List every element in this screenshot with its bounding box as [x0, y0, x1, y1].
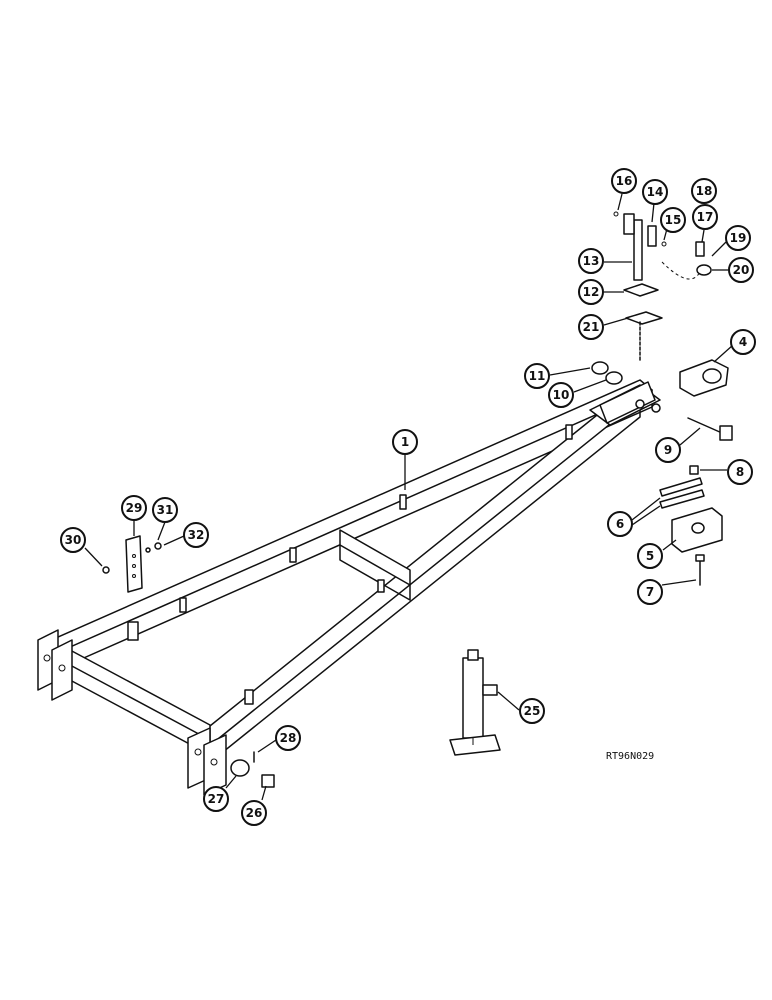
svg-text:28: 28	[280, 731, 297, 745]
callout-16: 16	[611, 168, 637, 194]
hitch-clevis	[679, 359, 729, 397]
callout-18: 18	[691, 178, 717, 204]
washer-27	[230, 759, 250, 777]
svg-text:7: 7	[646, 585, 654, 599]
callout-31: 31	[152, 497, 178, 523]
svg-text:29: 29	[126, 501, 143, 515]
clamp-plate-assembly	[102, 535, 162, 593]
svg-text:30: 30	[65, 533, 82, 547]
svg-text:19: 19	[730, 231, 747, 245]
svg-text:1: 1	[401, 435, 409, 449]
nut-26	[261, 774, 275, 788]
callout-26: 26	[241, 800, 267, 826]
figure-code: RT96N029	[606, 751, 654, 762]
svg-text:18: 18	[696, 184, 713, 198]
svg-text:6: 6	[616, 517, 624, 531]
bolt-7	[695, 554, 705, 586]
svg-text:12: 12	[583, 285, 600, 299]
parking-jack	[449, 649, 501, 756]
svg-text:4: 4	[739, 335, 747, 349]
callout-14: 14	[642, 179, 668, 205]
callout-11: 11	[524, 363, 550, 389]
callout-25: 25	[519, 698, 545, 724]
callout-8: 8	[727, 459, 753, 485]
callout-7: 7	[637, 579, 663, 605]
callout-1: 1	[392, 429, 418, 455]
callout-17: 17	[692, 204, 718, 230]
callout-27: 27	[203, 786, 229, 812]
callout-28: 28	[275, 725, 301, 751]
shim-upper	[659, 477, 703, 497]
svg-text:10: 10	[553, 388, 570, 402]
svg-text:21: 21	[583, 320, 600, 334]
callout-10: 10	[548, 382, 574, 408]
svg-text:31: 31	[157, 503, 174, 517]
svg-text:8: 8	[736, 465, 744, 479]
washer-11	[591, 361, 609, 375]
drawbar-clevis	[671, 507, 723, 553]
callout-15: 15	[660, 207, 686, 233]
svg-text:9: 9	[664, 443, 672, 457]
svg-text:26: 26	[246, 806, 263, 820]
svg-text:13: 13	[583, 254, 600, 268]
callout-12: 12	[578, 279, 604, 305]
callout-6: 6	[607, 511, 633, 537]
callout-20: 20	[728, 257, 754, 283]
safety-chain-assembly	[613, 211, 712, 363]
svg-text:15: 15	[665, 213, 682, 227]
callout-5: 5	[637, 543, 663, 569]
callout-21: 21	[578, 314, 604, 340]
hitch-pin	[687, 417, 733, 441]
callout-30: 30	[60, 527, 86, 553]
svg-text:14: 14	[647, 185, 664, 199]
svg-text:20: 20	[733, 263, 750, 277]
a-frame-drawbar	[37, 379, 661, 796]
washer-10	[605, 371, 623, 385]
callout-29: 29	[121, 495, 147, 521]
svg-text:11: 11	[529, 369, 546, 383]
svg-text:16: 16	[616, 174, 633, 188]
svg-text:25: 25	[524, 704, 541, 718]
callout-9: 9	[655, 437, 681, 463]
callout-32: 32	[183, 522, 209, 548]
callout-4: 4	[730, 329, 756, 355]
callout-19: 19	[725, 225, 751, 251]
leader-lines	[84, 193, 734, 801]
svg-text:32: 32	[188, 528, 205, 542]
callout-13: 13	[578, 248, 604, 274]
shim-lower	[659, 489, 705, 509]
nut-8	[689, 465, 699, 475]
svg-text:27: 27	[208, 792, 225, 806]
svg-text:5: 5	[646, 549, 654, 563]
svg-text:17: 17	[697, 210, 714, 224]
